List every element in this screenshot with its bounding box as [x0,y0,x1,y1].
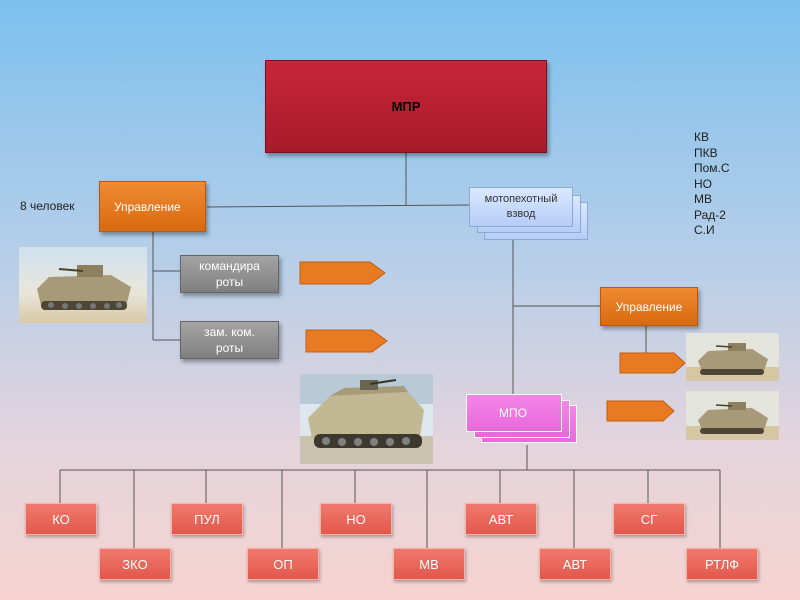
mpr-label: МПР [391,99,421,114]
unit-pul: ПУЛ [171,503,243,535]
platoon-label: мотопехотный взвод [484,193,558,220]
arrow-shape-1 [299,261,386,285]
company-commander-box: командира роты [180,255,279,293]
unit-avt-top-label: АВТ [488,511,514,527]
unit-op: ОП [247,548,319,580]
ifv-photo-left [19,247,147,323]
deputy-commander-box: зам. ком. роты [180,321,279,359]
deputy-commander-label: зам. ком. роты [204,325,255,355]
arrow-shape-2 [305,329,388,353]
unit-sg: СГ [613,503,685,535]
role-item: ПКВ [694,145,718,160]
role-item: Рад-2 [694,207,726,222]
unit-ko-label: КО [52,511,70,527]
unit-op-label: ОП [273,556,293,572]
management-left-label: Управление [114,199,181,214]
unit-avt-bottom: АВТ [539,548,611,580]
unit-mv: МВ [393,548,465,580]
people-count-text: 8 человек [20,199,75,213]
unit-zko: ЗКО [99,548,171,580]
unit-zko-label: ЗКО [122,556,148,572]
roles-list: КВ ПКВ Пом.С НО МВ Рад-2 С.И [694,130,730,239]
unit-rtlf-label: РТЛФ [704,556,739,572]
unit-mv-label: МВ [419,556,439,572]
role-item: МВ [694,192,712,206]
unit-no-label: НО [346,511,366,527]
unit-no: НО [320,503,392,535]
unit-sg-label: СГ [640,511,658,527]
unit-rtlf: РТЛФ [686,548,758,580]
role-item: Пом.С [694,161,730,175]
company-commander-label: командира роты [199,259,260,289]
mpr-box: МПР [265,60,547,153]
apc-photo [300,374,433,464]
role-item: КВ [694,130,709,144]
unit-avt-bottom-label: АВТ [562,556,588,572]
management-right-box: Управление [600,287,698,326]
arrow-shape-4 [606,400,675,422]
unit-ko: КО [25,503,97,535]
platoon-box: мотопехотный взвод [469,187,573,227]
ifv-photo-right-2 [686,391,779,440]
ifv-photo-right-1 [686,333,779,381]
arrow-shape-3 [619,352,686,374]
mpo-label: МПО [499,406,527,420]
management-right-label: Управление [615,299,683,314]
management-left-box: Управление [99,181,206,232]
unit-avt-top: АВТ [465,503,537,535]
role-item: НО [694,176,712,191]
role-item: С.И [694,223,715,237]
mpo-box: МПО [466,394,562,432]
unit-pul-label: ПУЛ [194,511,220,527]
